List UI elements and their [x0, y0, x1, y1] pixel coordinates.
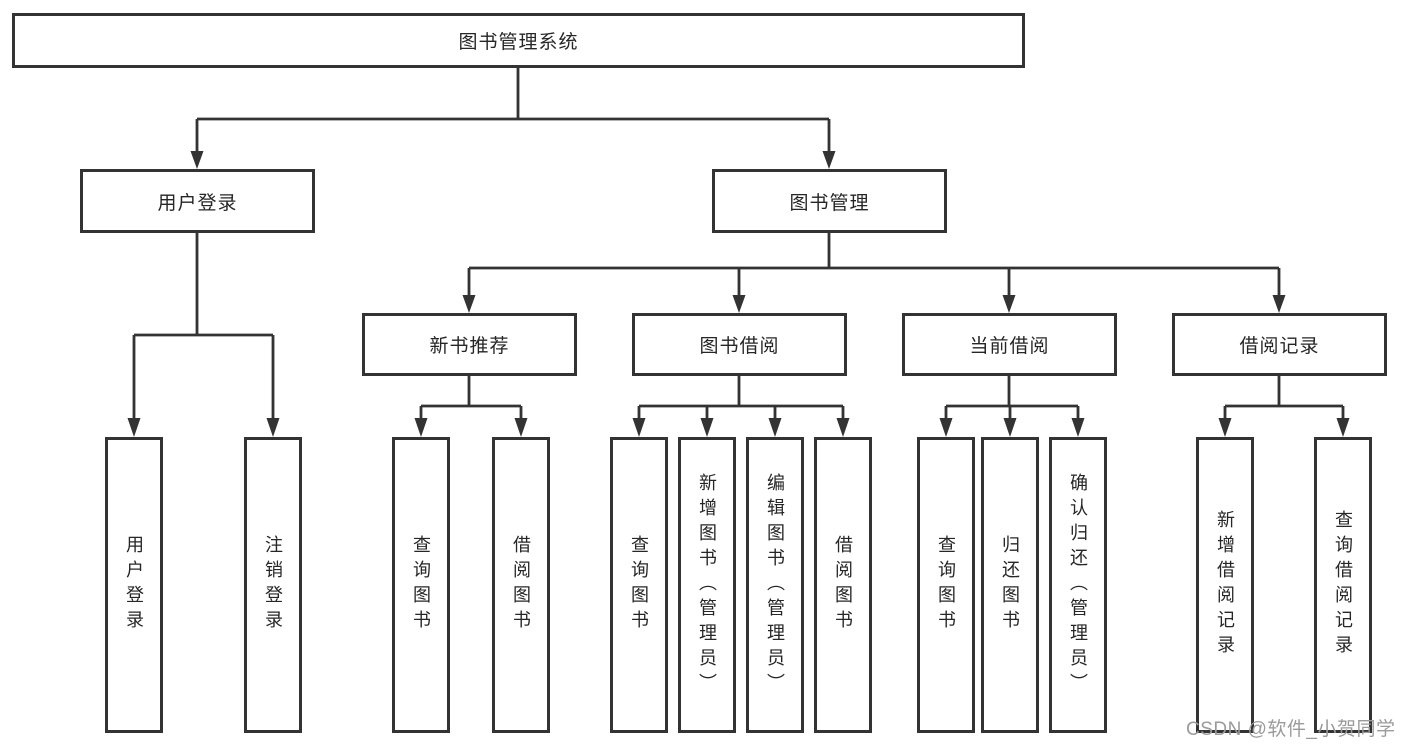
leaf-br-add-record: 新增借阅记录 [1196, 437, 1254, 733]
node-current-borrow: 当前借阅 [902, 313, 1117, 376]
connector-root-to-level2 [195, 68, 831, 152]
connector-user-login-children [132, 233, 275, 419]
leaf-user-login: 用户登录 [105, 437, 163, 733]
watermark: CSDN @软件_小贺同学 [1186, 719, 1396, 740]
leaf-logout: 注销登录 [244, 437, 302, 733]
leaf-nbr-borrow-books: 借阅图书 [492, 437, 550, 733]
node-book-borrow: 图书借阅 [632, 313, 847, 376]
leaf-bb-borrow-books: 借阅图书 [814, 437, 872, 733]
leaf-bb-edit-books-admin: 编辑图书（管理员） [746, 437, 804, 733]
leaf-br-query-record: 查询借阅记录 [1314, 437, 1372, 733]
node-book-management: 图书管理 [712, 169, 947, 233]
connector-new-book-children [419, 376, 523, 420]
leaf-cb-confirm-return-admin: 确认归还（管理员） [1049, 437, 1107, 733]
leaf-cb-query-books: 查询图书 [917, 437, 975, 733]
node-new-book-recommend: 新书推荐 [362, 313, 577, 376]
node-borrow-records: 借阅记录 [1172, 313, 1387, 376]
node-root: 图书管理系统 [12, 13, 1025, 68]
connector-book-borrow-children [637, 376, 845, 420]
arrowheads [127, 151, 1350, 437]
node-user-login: 用户登录 [80, 169, 315, 233]
leaf-nbr-query-books: 查询图书 [392, 437, 450, 733]
leaf-cb-return-books: 归还图书 [981, 437, 1039, 733]
connector-book-mgmt-to-level3 [467, 233, 1281, 296]
connector-borrow-records-children [1223, 376, 1345, 420]
leaf-bb-query-books: 查询图书 [610, 437, 668, 733]
connector-current-borrow-children [944, 376, 1080, 420]
leaf-bb-add-books-admin: 新增图书（管理员） [678, 437, 736, 733]
